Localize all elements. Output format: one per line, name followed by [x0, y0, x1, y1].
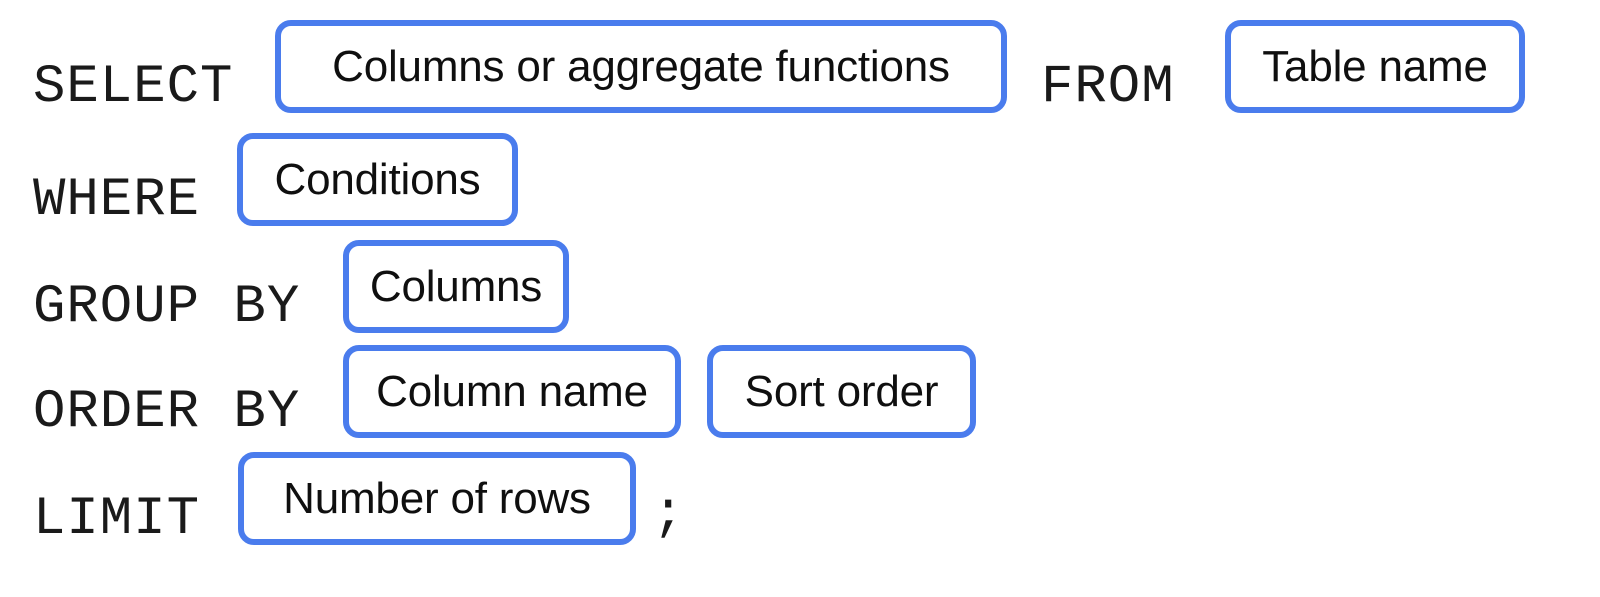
sql-clause-where: WHERE Conditions	[0, 133, 1600, 231]
slot-label-table-name: Table name	[1262, 41, 1488, 91]
slot-label-conditions: Conditions	[274, 154, 481, 204]
slot-conditions[interactable]: Conditions	[237, 133, 518, 226]
slot-label-columns-or-aggregate-functions: Columns or aggregate functions	[332, 41, 950, 91]
slot-table-name[interactable]: Table name	[1225, 20, 1525, 113]
sql-clause-group-by: GROUP BY Columns	[0, 240, 1600, 338]
keyword-where: WHERE	[33, 170, 201, 231]
slot-columns[interactable]: Columns	[343, 240, 569, 333]
slot-label-column-name: Column name	[376, 366, 648, 416]
keyword-select: SELECT	[33, 57, 234, 118]
sql-clause-select: SELECT Columns or aggregate functions FR…	[0, 20, 1600, 118]
slot-columns-or-aggregate-functions[interactable]: Columns or aggregate functions	[275, 20, 1007, 113]
slot-sort-order[interactable]: Sort order	[707, 345, 976, 438]
slot-label-number-of-rows: Number of rows	[283, 473, 591, 523]
slot-column-name[interactable]: Column name	[343, 345, 681, 438]
sql-clause-order-by: ORDER BY Column name Sort order	[0, 345, 1600, 443]
slot-number-of-rows[interactable]: Number of rows	[238, 452, 636, 545]
keyword-order-by: ORDER BY	[33, 382, 301, 443]
keyword-limit: LIMIT	[33, 489, 201, 550]
slot-label-sort-order: Sort order	[744, 366, 939, 416]
slot-label-columns: Columns	[369, 261, 543, 311]
statement-terminator-semicolon: ;	[652, 484, 685, 545]
keyword-group-by: GROUP BY	[33, 277, 301, 338]
keyword-from: FROM	[1041, 57, 1175, 118]
sql-clause-limit: LIMIT Number of rows ;	[0, 452, 1600, 550]
